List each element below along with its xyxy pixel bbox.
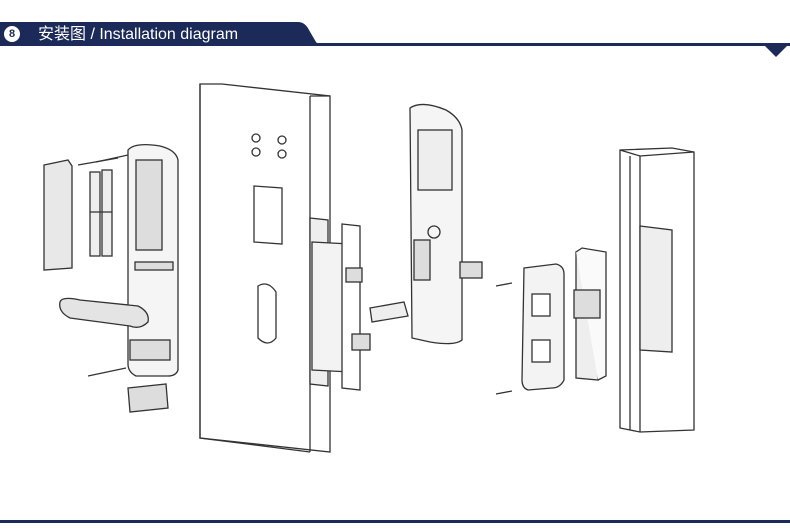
batteries xyxy=(89,169,113,257)
installation-diagram xyxy=(43,83,695,453)
triangle-marker-icon xyxy=(764,45,788,57)
cylinder xyxy=(369,301,409,323)
door-frame xyxy=(619,147,695,433)
back-lock-body xyxy=(409,103,483,345)
battery-cover xyxy=(43,159,73,271)
mortise-lock xyxy=(309,217,371,391)
strike-plate xyxy=(521,263,565,391)
header-tab-background xyxy=(0,22,330,46)
section-number-badge: 8 xyxy=(4,26,20,42)
strike-box xyxy=(573,247,607,381)
footer-rule xyxy=(0,520,790,523)
header-rule xyxy=(0,43,790,46)
front-lock-body xyxy=(59,144,179,377)
section-title: 安装图 / Installation diagram xyxy=(38,26,239,43)
key-cover xyxy=(127,383,169,413)
screws xyxy=(77,154,513,395)
